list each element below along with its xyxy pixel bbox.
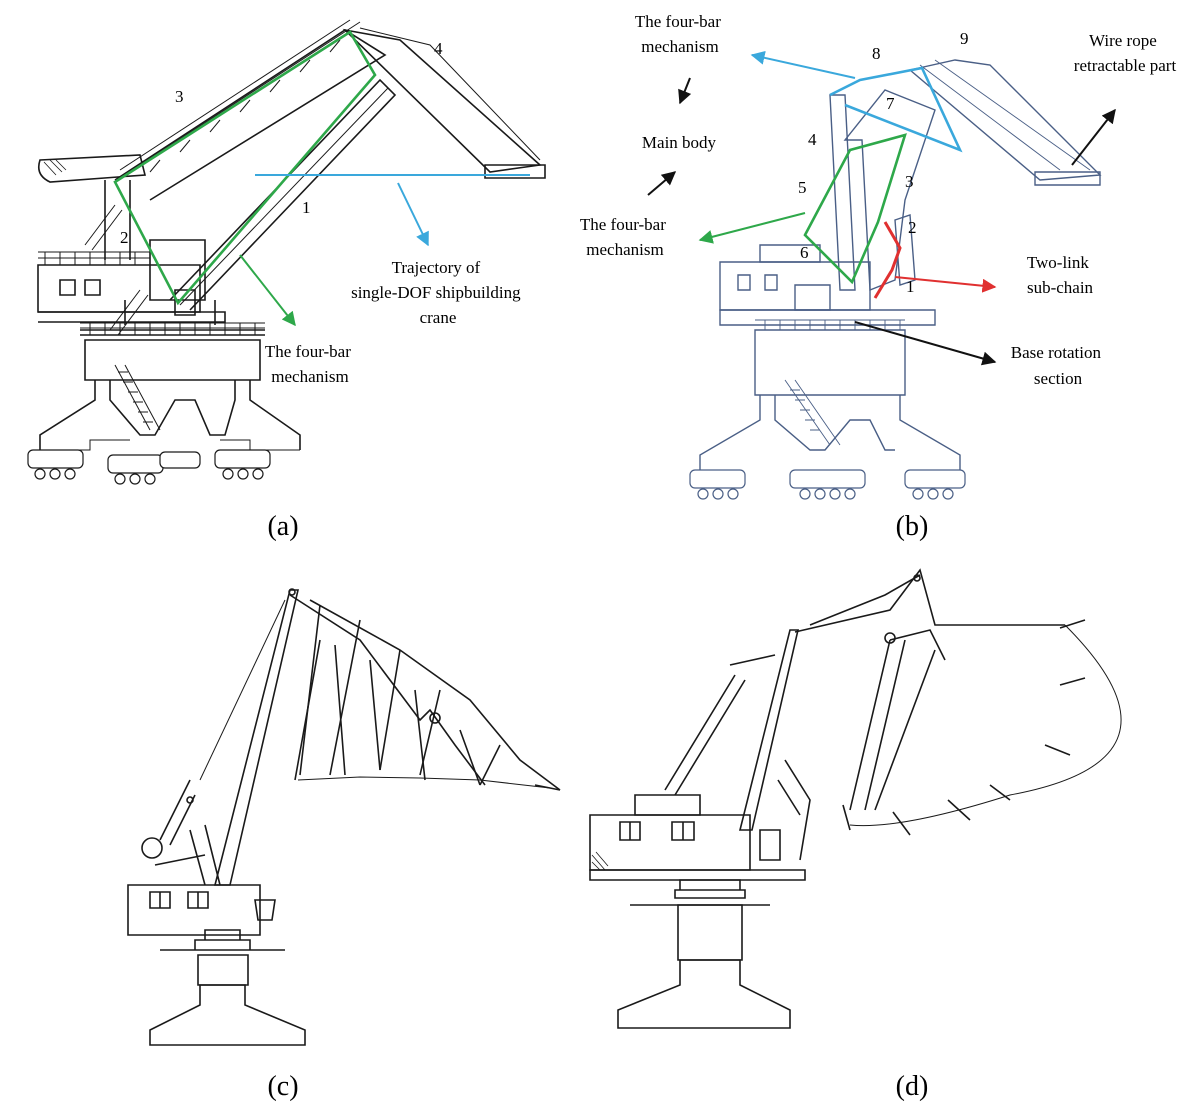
four-bar-mechanism-left-b <box>803 133 907 285</box>
base-rotation-label: Base rotation section <box>1011 343 1105 388</box>
panel-d: (d) <box>589 568 1122 1102</box>
wire-rope-label: Wire rope retractable part <box>1074 31 1177 75</box>
fourbar-top-label-b-line1: The four-bar <box>635 12 721 31</box>
trajectory-label-line1: Trajectory of <box>392 258 481 277</box>
crane-c-drawing <box>127 588 561 1046</box>
crane-a-drawing <box>37 19 546 451</box>
fourbar-left-label-b-line1: The four-bar <box>580 215 666 234</box>
fourbar-top-arrow-b <box>750 50 856 79</box>
panel-a: 1 2 3 4 Trajectory of single-DOF shipbui… <box>27 19 546 542</box>
fourbar-label-a-line2: mechanism <box>271 367 348 386</box>
two-link-label-line2: sub-chain <box>1027 278 1094 297</box>
caption-c: (c) <box>267 1071 298 1102</box>
base-rotation-label-line2: section <box>1034 369 1083 388</box>
part-number-1: 1 <box>302 198 311 217</box>
part-number-8: 8 <box>872 44 881 63</box>
caption-a: (a) <box>267 511 298 542</box>
caption-b: (b) <box>896 511 929 542</box>
part-number-4: 4 <box>434 39 443 58</box>
wheel-bogies-a <box>27 449 271 485</box>
fourbar-arrow-a <box>239 254 296 327</box>
part-number-3: 3 <box>175 87 184 106</box>
trajectory-label: Trajectory of single-DOF shipbuilding cr… <box>351 258 525 327</box>
fourbar-top-label-b-line2: mechanism <box>641 37 718 56</box>
part-number-4: 4 <box>808 130 817 149</box>
part-number-2: 2 <box>120 228 129 247</box>
wire-rope-label-line1: Wire rope <box>1089 31 1157 50</box>
two-link-arrow-b <box>894 276 997 293</box>
trajectory-label-line3: crane <box>420 308 457 327</box>
part-number-5: 5 <box>798 178 807 197</box>
part-number-6: 6 <box>800 243 809 262</box>
wire-rope-label-line2: retractable part <box>1074 56 1177 75</box>
fourbar-label-a-line1: The four-bar <box>265 342 351 361</box>
panel-b: 1 2 3 4 5 6 7 8 9 The four-bar mechanism… <box>580 12 1177 542</box>
part-number-3: 3 <box>905 172 914 191</box>
main-body-arrow-b <box>678 77 692 105</box>
fourbar-top-label-b: The four-bar mechanism <box>635 12 725 56</box>
fourbar-left-arrow-b <box>698 212 806 244</box>
part-number-9: 9 <box>960 29 969 48</box>
fourbar-left-label-b: The four-bar mechanism <box>580 215 670 259</box>
wheel-bogies-b <box>689 469 966 500</box>
four-bar-mechanism-a <box>113 30 377 306</box>
main-body-arrow-up-b <box>647 171 677 196</box>
caption-d: (d) <box>896 1071 929 1102</box>
two-link-sub-chain <box>873 221 902 299</box>
base-rotation-arrow-b <box>854 321 997 366</box>
wire-rope-arrow-b <box>1071 108 1116 166</box>
part-number-2: 2 <box>908 218 917 237</box>
fourbar-label-a: The four-bar mechanism <box>265 342 355 386</box>
part-number-7: 7 <box>886 94 895 113</box>
fourbar-left-label-b-line2: mechanism <box>586 240 663 259</box>
base-rotation-label-line1: Base rotation <box>1011 343 1102 362</box>
trajectory-label-line2: single-DOF shipbuilding <box>351 283 521 302</box>
main-body-label: Main body <box>642 133 717 152</box>
four-bar-mechanism-top-b <box>829 66 963 153</box>
two-link-label: Two-link sub-chain <box>1027 253 1094 297</box>
part-number-1: 1 <box>906 277 915 296</box>
crane-d-drawing <box>589 568 1122 1029</box>
trajectory-arrow-a <box>397 182 429 247</box>
panel-c: (c) <box>127 588 561 1102</box>
two-link-label-line1: Two-link <box>1027 253 1090 272</box>
